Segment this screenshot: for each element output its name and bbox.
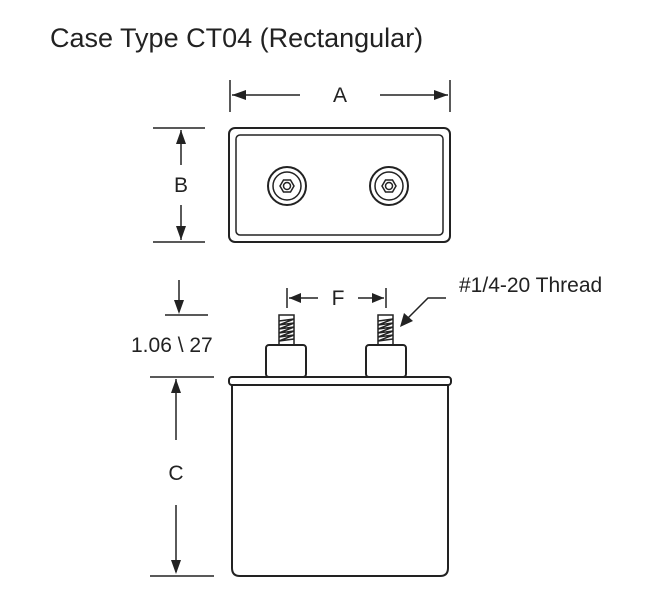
drawing-title: Case Type CT04 (Rectangular) <box>50 23 423 53</box>
thread-note: #1/4-20 Thread <box>459 274 602 297</box>
terminal-base-right <box>365 344 407 378</box>
dimension-a: A <box>229 80 451 112</box>
case-body <box>231 385 449 577</box>
thread-callout: #1/4-20 Thread <box>400 274 602 327</box>
dimension-b: B <box>153 127 205 243</box>
dimension-terminal-height: 1.06 \ 27 <box>131 280 214 378</box>
terminal-base-left <box>265 344 307 378</box>
terminal-nut-left <box>267 166 307 206</box>
case-top-inner-outline <box>235 134 444 236</box>
dimension-f: F <box>286 287 387 310</box>
dimension-c: C <box>150 379 214 577</box>
terminal-height-label: 1.06 \ 27 <box>131 334 213 357</box>
dimension-c-label: C <box>168 462 183 485</box>
dimension-a-label: A <box>333 84 347 107</box>
case-lid-rim <box>228 376 452 386</box>
case-top-outline <box>228 127 451 243</box>
top-view <box>228 127 451 243</box>
dimension-b-label: B <box>174 174 188 197</box>
threaded-stud-right <box>377 314 394 346</box>
threaded-stud-left <box>278 314 295 346</box>
terminal-nut-right <box>369 166 409 206</box>
dimension-f-label: F <box>332 287 345 310</box>
side-view <box>228 314 452 577</box>
